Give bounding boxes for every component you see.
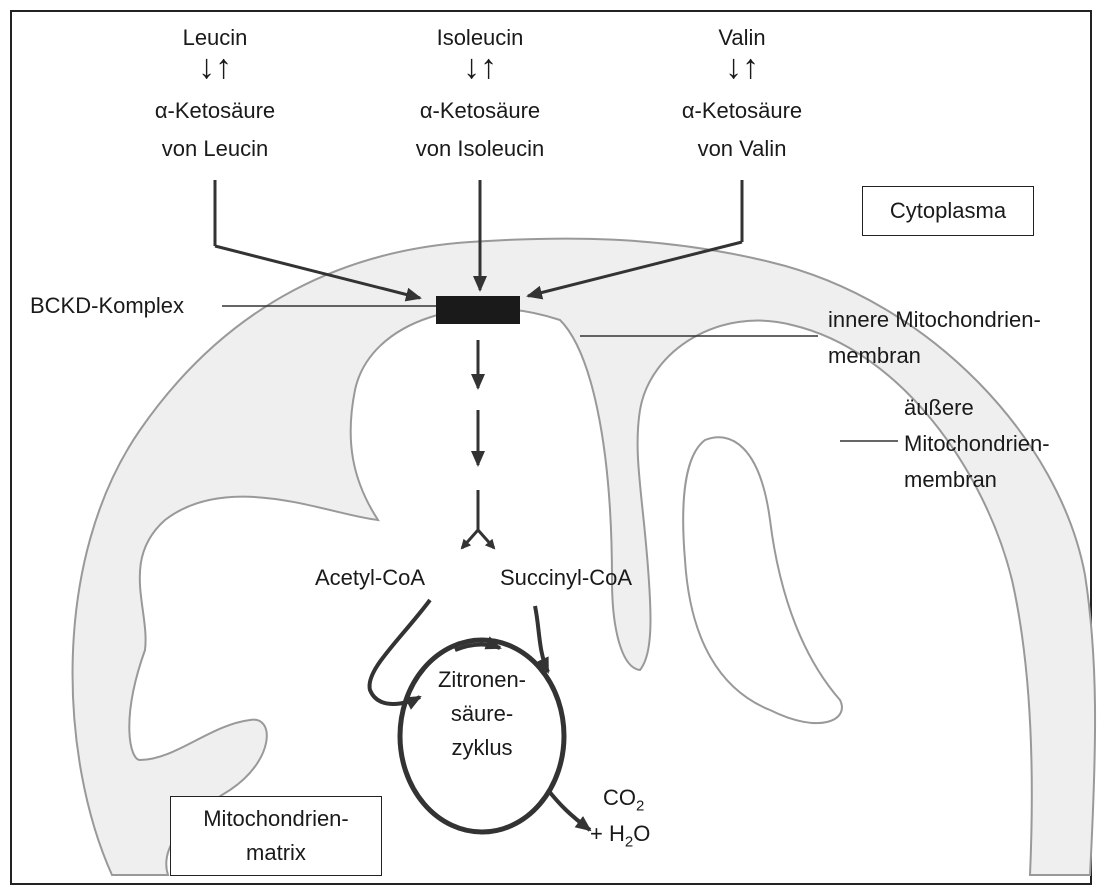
co2-text: CO	[603, 785, 636, 810]
co2-subscript: 2	[636, 797, 644, 814]
keto-valin-line1: α-Ketosäure	[652, 95, 832, 127]
arrow-co2-exit	[548, 790, 590, 830]
inner-membrane-label-line1: innere Mitochondrien-	[828, 304, 1041, 336]
co2-label: CO2	[603, 782, 644, 822]
inner-membrane-label-line2: membran	[828, 340, 921, 372]
matrix-label-line2: matrix	[246, 836, 306, 870]
arrow-fork-left	[462, 530, 478, 548]
crista-right	[683, 437, 842, 723]
outer-membrane-label-line2: Mitochondrien-	[904, 428, 1050, 460]
reversible-arrows-leucin: ↓↑	[185, 50, 245, 84]
h2o-label: + H2O	[590, 818, 650, 858]
keto-isoleucin-line2: von Isoleucin	[380, 133, 580, 165]
matrix-label-line1: Mitochondrien-	[203, 802, 349, 836]
keto-leucin-line1: α-Ketosäure	[125, 95, 305, 127]
matrix-label-box: Mitochondrien- matrix	[170, 796, 382, 876]
bckd-complex-block	[436, 296, 520, 324]
h2o-subscript: 2	[625, 833, 633, 850]
cytoplasma-label: Cytoplasma	[890, 194, 1006, 228]
reversible-arrows-isoleucin: ↓↑	[450, 50, 510, 84]
outer-membrane-label-line1: äußere	[904, 392, 974, 424]
succinyl-coa-label: Succinyl-CoA	[500, 562, 632, 594]
citric-cycle-label-line1: Zitronen-	[412, 664, 552, 696]
keto-leucin-line2: von Leucin	[125, 133, 305, 165]
h2o-prefix: + H	[590, 821, 625, 846]
acetyl-coa-label: Acetyl-CoA	[315, 562, 425, 594]
cytoplasma-label-box: Cytoplasma	[862, 186, 1034, 236]
citric-cycle-label-line2: säure-	[412, 698, 552, 730]
reversible-arrows-valin: ↓↑	[712, 50, 772, 84]
outer-membrane-label-line3: membran	[904, 464, 997, 496]
h2o-suffix: O	[633, 821, 650, 846]
arrow-fork-right	[478, 530, 494, 548]
bckd-label: BCKD-Komplex	[30, 290, 184, 322]
citric-cycle-label-line3: zyklus	[412, 732, 552, 764]
keto-isoleucin-line1: α-Ketosäure	[380, 95, 580, 127]
keto-valin-line2: von Valin	[652, 133, 832, 165]
